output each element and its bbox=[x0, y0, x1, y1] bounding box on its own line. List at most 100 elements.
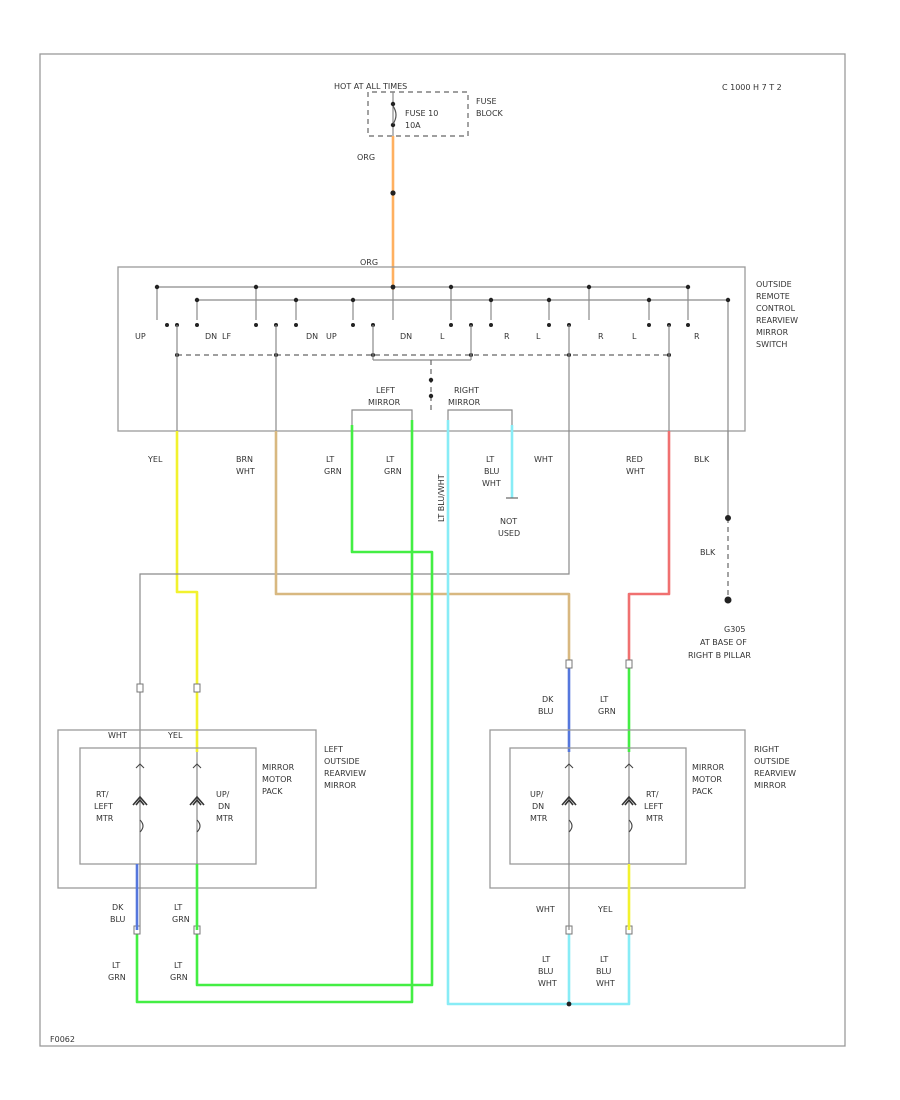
diagram-id: C 1000 H 7 T 2 bbox=[722, 83, 782, 92]
svg-text:BRN: BRN bbox=[236, 455, 253, 464]
outer-frame bbox=[39, 53, 846, 1047]
svg-text:GRN: GRN bbox=[170, 973, 188, 982]
svg-text:GRN: GRN bbox=[172, 915, 190, 924]
svg-text:LT BLU/WHT: LT BLU/WHT bbox=[437, 474, 446, 522]
svg-text:REARVIEW: REARVIEW bbox=[324, 769, 366, 778]
svg-text:YEL: YEL bbox=[597, 905, 613, 914]
svg-text:UP/: UP/ bbox=[530, 790, 544, 799]
right-mirror-selector: RIGHT bbox=[454, 386, 479, 395]
fuse-amp-label: 10A bbox=[405, 121, 421, 130]
svg-text:GRN: GRN bbox=[598, 707, 616, 716]
svg-text:YEL: YEL bbox=[147, 455, 163, 464]
contact-label: DN bbox=[205, 332, 217, 341]
svg-text:RT/: RT/ bbox=[96, 790, 109, 799]
blk2-label: BLK bbox=[700, 548, 716, 557]
contact-label: DN bbox=[306, 332, 318, 341]
wire-cyan bbox=[446, 420, 571, 1006]
svg-text:LEFT: LEFT bbox=[94, 802, 113, 811]
svg-text:RIGHT: RIGHT bbox=[754, 745, 779, 754]
right-mirror-selector: MIRROR bbox=[448, 398, 481, 407]
svg-text:USED: USED bbox=[498, 529, 520, 538]
svg-text:MTR: MTR bbox=[646, 814, 664, 823]
svg-text:LEFT: LEFT bbox=[644, 802, 663, 811]
right-mirror-bottom-labels: WHT YEL LT BLU WHT LT BLU WHT bbox=[536, 905, 615, 988]
svg-text:BLU: BLU bbox=[538, 967, 554, 976]
org-switch-label: ORG bbox=[360, 258, 378, 267]
svg-text:LT: LT bbox=[174, 903, 182, 912]
svg-text:MIRROR: MIRROR bbox=[262, 763, 295, 772]
svg-text:GRN: GRN bbox=[324, 467, 342, 476]
svg-text:BLU: BLU bbox=[484, 467, 500, 476]
svg-text:SWITCH: SWITCH bbox=[756, 340, 787, 349]
ground-wire: BLK BLK G305 AT BASE OF RIGHT B PILLAR bbox=[688, 431, 751, 660]
svg-text:MOTOR: MOTOR bbox=[692, 775, 722, 784]
contact-label: R bbox=[598, 332, 604, 341]
switch-box bbox=[117, 266, 746, 432]
ground-label-2: AT BASE OF bbox=[700, 638, 747, 647]
svg-text:DN: DN bbox=[218, 802, 230, 811]
wire-white-left bbox=[139, 431, 570, 752]
left-mirror-selector: LEFT bbox=[376, 386, 395, 395]
svg-text:LT: LT bbox=[386, 455, 394, 464]
svg-text:DN: DN bbox=[532, 802, 544, 811]
svg-text:WHT: WHT bbox=[534, 455, 553, 464]
svg-text:MTR: MTR bbox=[216, 814, 234, 823]
svg-text:MTR: MTR bbox=[530, 814, 548, 823]
wire-labels: YEL BRN WHT LT GRN LT GRN LT BLU/WHT LT … bbox=[147, 455, 645, 538]
svg-text:PACK: PACK bbox=[262, 787, 283, 796]
left-mirror-selector: MIRROR bbox=[368, 398, 401, 407]
svg-text:WHT: WHT bbox=[626, 467, 645, 476]
right-mirror: DK BLU LT GRN RIGHT OUTSIDE REARVIEW MIR… bbox=[489, 695, 796, 930]
svg-text:BLU: BLU bbox=[110, 915, 126, 924]
contact-label: R bbox=[694, 332, 700, 341]
svg-text:LEFT: LEFT bbox=[324, 745, 343, 754]
wire-red bbox=[627, 431, 671, 664]
svg-text:GRN: GRN bbox=[384, 467, 402, 476]
wire-yellow-left bbox=[175, 431, 199, 752]
contact-label: DN bbox=[400, 332, 412, 341]
svg-text:MIRROR: MIRROR bbox=[754, 781, 787, 790]
svg-text:MIRROR: MIRROR bbox=[692, 763, 725, 772]
svg-text:REMOTE: REMOTE bbox=[756, 292, 790, 301]
wire-green-1 bbox=[195, 425, 434, 987]
svg-text:MTR: MTR bbox=[96, 814, 114, 823]
svg-text:UP/: UP/ bbox=[216, 790, 230, 799]
fuse-block: HOT AT ALL TIMES FUSE 10 10A FUSE BLOCK bbox=[334, 82, 504, 137]
svg-text:PACK: PACK bbox=[692, 787, 713, 796]
ground-label-3: RIGHT B PILLAR bbox=[688, 651, 751, 660]
wire-tan bbox=[274, 431, 571, 664]
svg-text:RT/: RT/ bbox=[646, 790, 659, 799]
svg-text:LT: LT bbox=[600, 955, 608, 964]
connector-pins bbox=[133, 659, 633, 935]
contact-label: UP bbox=[135, 332, 146, 341]
svg-text:RED: RED bbox=[626, 455, 643, 464]
contact-dots bbox=[165, 323, 690, 327]
svg-text:MIRROR: MIRROR bbox=[324, 781, 357, 790]
svg-text:LT: LT bbox=[486, 455, 494, 464]
svg-text:WHT: WHT bbox=[482, 479, 501, 488]
wire-green-2 bbox=[135, 420, 414, 1004]
svg-text:WHT: WHT bbox=[596, 979, 615, 988]
svg-text:YEL: YEL bbox=[167, 731, 183, 740]
svg-text:BLU: BLU bbox=[538, 707, 554, 716]
fuse-block-label-2: BLOCK bbox=[476, 109, 504, 118]
figure-number: F0062 bbox=[50, 1035, 75, 1044]
svg-text:WHT: WHT bbox=[236, 467, 255, 476]
contact-label: L bbox=[632, 332, 637, 341]
svg-text:MIRROR: MIRROR bbox=[756, 328, 789, 337]
svg-text:GRN: GRN bbox=[108, 973, 126, 982]
svg-text:OUTSIDE: OUTSIDE bbox=[324, 757, 360, 766]
svg-text:LT: LT bbox=[112, 961, 120, 970]
svg-text:OUTSIDE: OUTSIDE bbox=[756, 280, 792, 289]
left-mirror-bottom-labels: DK BLU LT GRN LT GRN LT GRN bbox=[108, 903, 190, 982]
fuse-block-label: FUSE bbox=[476, 97, 497, 106]
svg-text:LT: LT bbox=[174, 961, 182, 970]
contact-label: LF bbox=[222, 332, 231, 341]
switch-outputs bbox=[176, 355, 670, 431]
svg-text:WHT: WHT bbox=[536, 905, 555, 914]
svg-text:REARVIEW: REARVIEW bbox=[754, 769, 796, 778]
switch-label: OUTSIDE REMOTE CONTROL REARVIEW MIRROR S… bbox=[756, 280, 798, 349]
switch-internals: UP DN LF DN UP DN L R L R L R LEFT MIRRO… bbox=[135, 284, 731, 460]
svg-text:LT: LT bbox=[542, 955, 550, 964]
